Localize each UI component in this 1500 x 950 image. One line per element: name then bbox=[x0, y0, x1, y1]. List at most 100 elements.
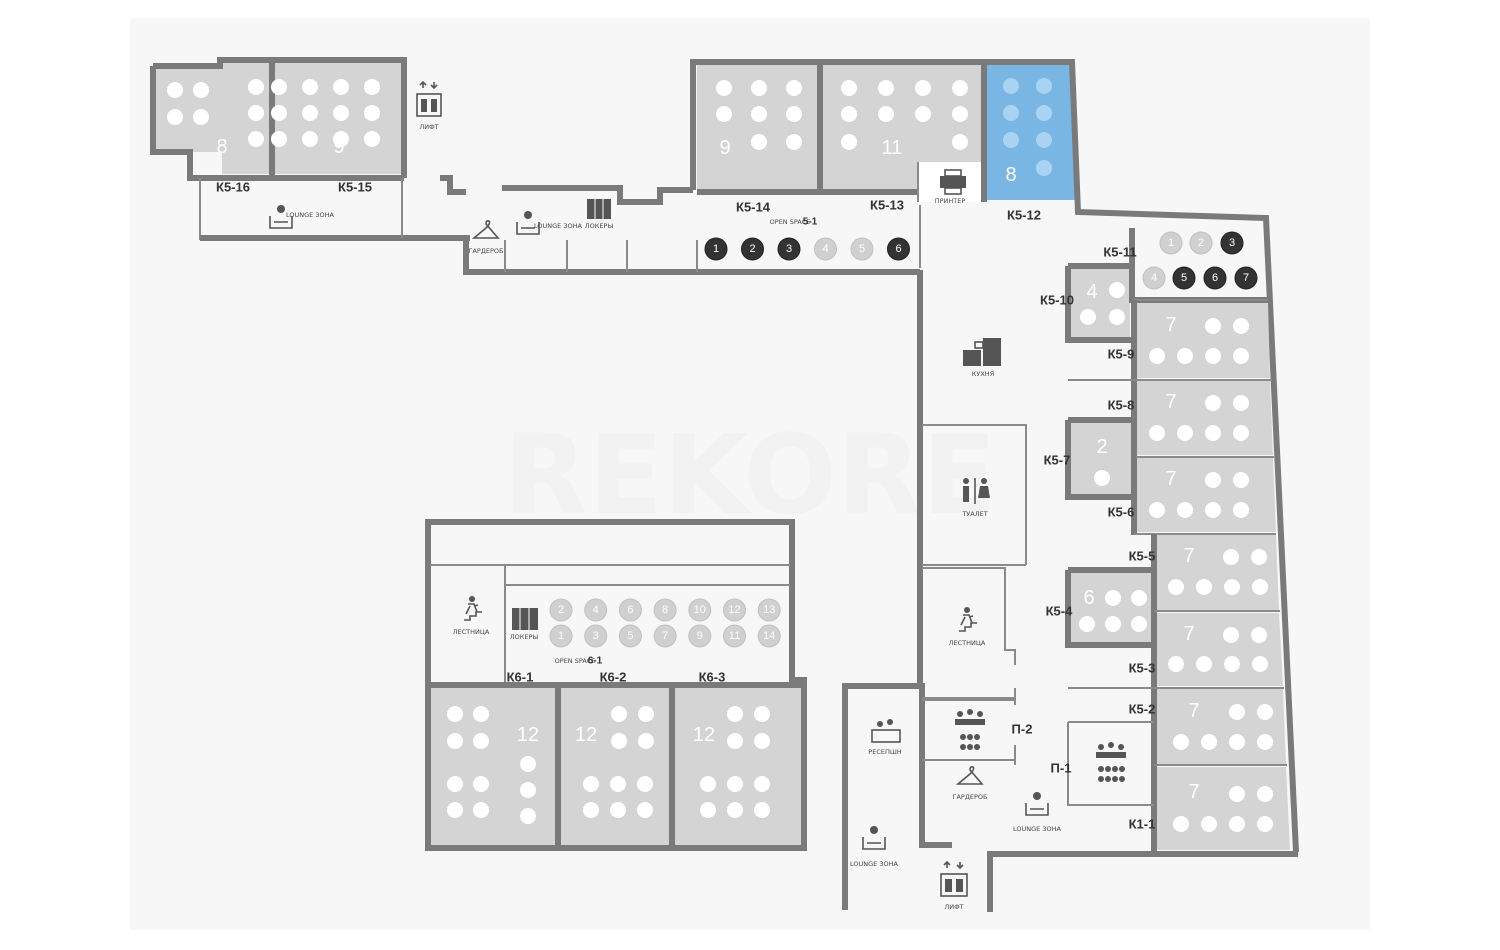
lounge-armchair-icon bbox=[1025, 792, 1049, 816]
open-space-seat[interactable]: 9 bbox=[688, 624, 712, 648]
open-space-seat[interactable]: 3 bbox=[584, 624, 608, 648]
open-space-seat[interactable]: 12 bbox=[723, 598, 746, 622]
room-k5-12-area[interactable] bbox=[986, 63, 1077, 200]
open-space-seat[interactable]: 5 bbox=[618, 624, 642, 648]
open-space-seat[interactable]: 10 bbox=[688, 598, 712, 622]
room-label-p-1[interactable]: П-1 bbox=[1051, 761, 1072, 776]
room-label-k6-3[interactable]: К6-3 bbox=[699, 670, 726, 685]
k5-11-seat[interactable]: 3 bbox=[1220, 231, 1244, 255]
desk-dot bbox=[952, 106, 968, 122]
capacity-k5-5: 7 bbox=[1183, 545, 1194, 567]
open-space-seat[interactable]: 3 bbox=[777, 237, 801, 261]
desk-dot bbox=[716, 80, 732, 96]
desk-dot bbox=[1105, 590, 1121, 606]
seat-number: 3 bbox=[1229, 237, 1235, 249]
k5-11-seat[interactable]: 1 bbox=[1159, 231, 1183, 255]
desk-dot bbox=[520, 782, 536, 798]
room-label-k5-12[interactable]: К5-12 bbox=[1007, 208, 1041, 223]
open-space-seat[interactable]: 8 bbox=[653, 598, 677, 622]
wall-segment bbox=[504, 565, 790, 684]
capacity-k5-4: 6 bbox=[1083, 587, 1094, 609]
open-space-seat[interactable]: 1 bbox=[704, 237, 728, 261]
desk-dot bbox=[1003, 132, 1019, 148]
room-label-k5-7[interactable]: К5-7 bbox=[1044, 453, 1071, 468]
desk-dot bbox=[1205, 348, 1221, 364]
open-space-seat[interactable]: 13 bbox=[757, 598, 781, 622]
open-space-caption: OPEN SPACE bbox=[555, 657, 596, 665]
wardrobe-label-1: ГАРДЕРОБ bbox=[468, 247, 503, 255]
desk-dot bbox=[1105, 616, 1121, 632]
open-space-seat[interactable]: 4 bbox=[584, 598, 608, 622]
open-space-seat[interactable]: 11 bbox=[723, 624, 746, 648]
room-label-k5-13[interactable]: К5-13 bbox=[870, 198, 904, 213]
desk-dot bbox=[1098, 766, 1104, 772]
desk-dot bbox=[754, 706, 770, 722]
k5-11-seat[interactable]: 2 bbox=[1189, 231, 1213, 255]
room-label-k5-2[interactable]: К5-2 bbox=[1129, 702, 1156, 717]
desk-dot bbox=[520, 756, 536, 772]
room-label-p-2[interactable]: П-2 bbox=[1012, 722, 1033, 737]
desk-dot bbox=[333, 131, 349, 147]
desk-dot bbox=[974, 744, 980, 750]
lift-label-bottom: ЛИФТ bbox=[944, 903, 963, 911]
open-space-seat[interactable]: 6 bbox=[618, 598, 642, 622]
open-space-caption: OPEN SPACE bbox=[770, 218, 811, 226]
room-label-k5-8[interactable]: К5-8 bbox=[1108, 398, 1135, 413]
open-space-seat[interactable]: 14 bbox=[757, 624, 781, 648]
desk-dot bbox=[1112, 776, 1118, 782]
lounge-armchair-icon bbox=[516, 211, 540, 235]
toilet-label: ТУАЛЕТ bbox=[961, 510, 987, 518]
room-label-k6-2[interactable]: К6-2 bbox=[600, 670, 627, 685]
desk-dot bbox=[1109, 282, 1125, 298]
desk-dot bbox=[1251, 549, 1267, 565]
room-label-k5-5[interactable]: К5-5 bbox=[1129, 549, 1156, 564]
room-label-k5-4[interactable]: К5-4 bbox=[1046, 604, 1073, 619]
meeting-icon bbox=[1096, 742, 1126, 758]
lounge-label-2: LOUNGE ЗОНА bbox=[534, 222, 583, 230]
open-space-seat[interactable]: 1 bbox=[549, 624, 573, 648]
desk-dot bbox=[1233, 395, 1249, 411]
k5-11-seat[interactable]: 4 bbox=[1142, 266, 1166, 290]
open-space-seat[interactable]: 2 bbox=[741, 237, 764, 261]
desk-dot bbox=[751, 80, 767, 96]
lockers-label-2: ЛОКЕРЫ bbox=[510, 633, 539, 641]
room-k1-1-area bbox=[1156, 767, 1290, 850]
room-label-k5-10[interactable]: К5-10 bbox=[1040, 293, 1074, 308]
desk-dot bbox=[1229, 704, 1245, 720]
room-label-k5-6[interactable]: К5-6 bbox=[1108, 505, 1135, 520]
room-label-k5-16[interactable]: К5-16 bbox=[216, 180, 250, 195]
lockers-label-1: ЛОКЕРЫ bbox=[585, 222, 614, 230]
desk-dot bbox=[1119, 776, 1125, 782]
desk-dot bbox=[248, 105, 264, 121]
room-label-k5-14[interactable]: К5-14 bbox=[736, 200, 771, 215]
desk-dot bbox=[1080, 309, 1096, 325]
k5-11-seat[interactable]: 5 bbox=[1172, 266, 1196, 290]
room-label-k5-11[interactable]: К5-11 bbox=[1103, 245, 1136, 260]
room-label-k6-1[interactable]: К6-1 bbox=[507, 670, 534, 685]
wardrobe-label-2: ГАРДЕРОБ bbox=[952, 793, 987, 801]
desk-seats bbox=[167, 78, 1273, 832]
desk-dot bbox=[333, 105, 349, 121]
room-label-k5-15[interactable]: К5-15 bbox=[338, 180, 372, 195]
open-space-seat[interactable]: 7 bbox=[653, 624, 677, 648]
seat-number: 11 bbox=[729, 630, 740, 642]
room-labels: К5-16 К5-15 К5-14 К5-13 К5-12 К5-11 К5-1… bbox=[216, 180, 1155, 832]
desk-dot bbox=[1036, 105, 1052, 121]
watermark: REKORE bbox=[503, 411, 997, 539]
k5-11-seat[interactable]: 6 bbox=[1203, 266, 1227, 290]
capacity-k6-2: 12 bbox=[575, 724, 597, 746]
room-k5-10-area bbox=[1070, 268, 1130, 338]
desk-dot bbox=[952, 134, 968, 150]
room-label-k5-3[interactable]: К5-3 bbox=[1129, 661, 1156, 676]
wall-segment bbox=[842, 683, 952, 910]
open-space-seat[interactable]: 5 bbox=[850, 237, 874, 261]
open-space-seat[interactable]: 6 bbox=[887, 237, 910, 261]
k5-11-seat[interactable]: 7 bbox=[1234, 266, 1258, 290]
room-label-k1-1[interactable]: К1-1 bbox=[1129, 817, 1156, 832]
open-space-seat[interactable]: 4 bbox=[814, 237, 837, 261]
open-space-seat[interactable]: 2 bbox=[549, 598, 573, 622]
seat-number: 5 bbox=[859, 243, 865, 255]
room-label-k5-9[interactable]: К5-9 bbox=[1108, 347, 1135, 362]
